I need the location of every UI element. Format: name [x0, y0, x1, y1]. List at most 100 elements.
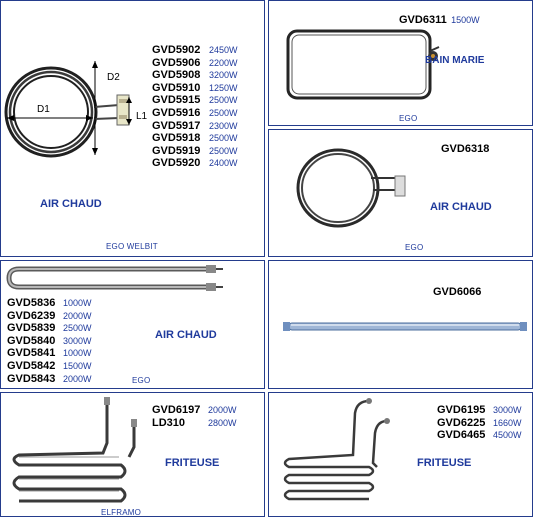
- product-code: GVD5917: [152, 119, 201, 132]
- list-item: GVD5841 1000W: [7, 347, 92, 360]
- product-list: GVD5836 1000W GVD6239 2000W GVD5839 2500W G…: [7, 297, 92, 385]
- product-code: GVD5915: [152, 94, 201, 107]
- list-item: GVD6197 2000W: [152, 404, 237, 417]
- circular-heating-element-image: [4, 61, 132, 158]
- list-item: GVD5916 2500W: [152, 107, 238, 120]
- list-item: GVD5842 1500W: [7, 360, 92, 373]
- product-wattage: 2400W: [209, 158, 238, 169]
- product-code: GVD5836: [7, 297, 56, 309]
- category-label: BAIN MARIE: [425, 55, 485, 66]
- product-code: GVD5842: [7, 359, 56, 372]
- product-wattage: 1500W: [451, 15, 480, 25]
- list-item: GVD5840 3000W: [7, 335, 92, 348]
- product-code: GVD6066: [433, 286, 482, 298]
- dimension-d1-label: D1: [37, 104, 50, 115]
- product-code: GVD6195: [437, 404, 486, 416]
- panel-straight-rod: GVD6066: [268, 260, 533, 389]
- rectangular-heating-element-image: [286, 29, 440, 100]
- category-label: AIR CHAUD: [40, 198, 102, 210]
- product-wattage: 2450W: [209, 45, 238, 55]
- product-code: GVD5841: [7, 347, 56, 360]
- product-code: GVD5920: [152, 157, 201, 170]
- product-code: GVD5919: [152, 144, 201, 157]
- list-item: GVD5836 1000W: [7, 297, 92, 310]
- category-label: FRITEUSE: [417, 457, 472, 469]
- product-wattage: 2500W: [209, 95, 238, 106]
- product-wattage: 1250W: [209, 82, 238, 93]
- product-code: GVD6311: [399, 14, 447, 26]
- product-code: GVD5908: [152, 69, 201, 82]
- product-row: GVD6311 1500W: [399, 10, 480, 28]
- product-wattage: 1000W: [63, 298, 92, 308]
- panel-air-chaud-ego: GVD6318 AIR CHAUD EGO: [268, 129, 533, 257]
- fryer-heating-element-image: [12, 397, 137, 503]
- product-code: GVD6465: [437, 429, 486, 442]
- product-wattage: 2500W: [209, 107, 238, 118]
- product-code: GVD5839: [7, 322, 56, 335]
- list-item: GVD5917 2300W: [152, 120, 238, 133]
- list-item: GVD6465 4500W: [437, 429, 522, 442]
- product-code: GVD5916: [152, 106, 201, 119]
- ring-heating-element-image: [296, 148, 406, 228]
- product-wattage: 1000W: [63, 348, 92, 359]
- product-wattage: 2500W: [63, 323, 92, 334]
- product-list: GVD6195 3000W GVD6225 1660W GVD6465 4500W: [437, 404, 522, 442]
- product-code: GVD6239: [7, 309, 56, 322]
- product-list: GVD6197 2000W LD310 2800W: [152, 404, 237, 429]
- product-code: LD310: [152, 416, 186, 429]
- product-code: GVD6225: [437, 416, 486, 429]
- list-item: GVD6239 2000W: [7, 310, 92, 323]
- list-item: GVD6225 1660W: [437, 417, 522, 430]
- product-wattage: 3000W: [493, 405, 522, 415]
- category-label: AIR CHAUD: [430, 201, 492, 213]
- product-wattage: 2800W: [208, 417, 237, 428]
- list-item: GVD5906 2200W: [152, 57, 238, 70]
- u-shaped-heating-element-image: [6, 265, 223, 291]
- product-wattage: 2300W: [209, 120, 238, 131]
- list-item: GVD5918 2500W: [152, 132, 238, 145]
- brand-label: EGO: [399, 114, 418, 123]
- brand-label: ELFRAMO: [101, 508, 142, 517]
- list-item: GVD5919 2500W: [152, 145, 238, 158]
- product-code: GVD5918: [152, 132, 201, 145]
- category-label: FRITEUSE: [165, 457, 220, 469]
- product-wattage: 1500W: [63, 360, 92, 371]
- panel-air-chaud-tubular: GVD5836 1000W GVD6239 2000W GVD5839 2500W G…: [0, 260, 265, 389]
- product-code: GVD5906: [152, 56, 201, 69]
- product-code: GVD6197: [152, 404, 201, 416]
- brand-label: EGO: [405, 243, 424, 252]
- product-wattage: 1660W: [493, 417, 522, 428]
- product-code: GVD5910: [152, 81, 201, 94]
- list-item: GVD5839 2500W: [7, 322, 92, 335]
- brand-label: EGO: [132, 376, 151, 385]
- straight-rod-heating-element-image: [283, 322, 527, 331]
- product-code: GVD5840: [7, 334, 56, 347]
- product-wattage: 2000W: [63, 310, 92, 321]
- product-wattage: 2000W: [208, 405, 237, 415]
- product-wattage: 4500W: [493, 430, 522, 441]
- product-code: GVD6318: [441, 143, 490, 155]
- dimension-d2-label: D2: [107, 72, 120, 83]
- panel-air-chaud-ego-welbit: D1 D2 L1 GVD5902 2450W GVD5906 2200W GVD59…: [0, 0, 265, 257]
- category-label: AIR CHAUD: [155, 329, 217, 341]
- list-item: LD310 2800W: [152, 417, 237, 430]
- list-item: GVD5910 1250W: [152, 82, 238, 95]
- brand-label: EGO WELBIT: [106, 242, 158, 251]
- dimension-l1-label: L1: [136, 111, 148, 122]
- product-wattage: 2500W: [209, 133, 238, 144]
- panel-bain-marie: GVD6311 1500W BAIN MARIE EGO: [268, 0, 533, 126]
- product-wattage: 2000W: [63, 373, 92, 384]
- list-item: GVD5902 2450W: [152, 44, 238, 57]
- product-code: GVD5843: [7, 372, 56, 385]
- list-item: GVD5915 2500W: [152, 94, 238, 107]
- list-item: GVD5920 2400W: [152, 157, 238, 170]
- list-item: GVD6195 3000W: [437, 404, 522, 417]
- product-wattage: 3000W: [63, 335, 92, 346]
- product-wattage: 2200W: [209, 57, 238, 68]
- product-wattage: 2500W: [209, 145, 238, 156]
- product-code: GVD5902: [152, 44, 201, 56]
- panel-friteuse: GVD6195 3000W GVD6225 1660W GVD6465 4500W F…: [268, 392, 533, 517]
- panel-friteuse-elframo: GVD6197 2000W LD310 2800W FRITEUSE ELFRAMO: [0, 392, 265, 517]
